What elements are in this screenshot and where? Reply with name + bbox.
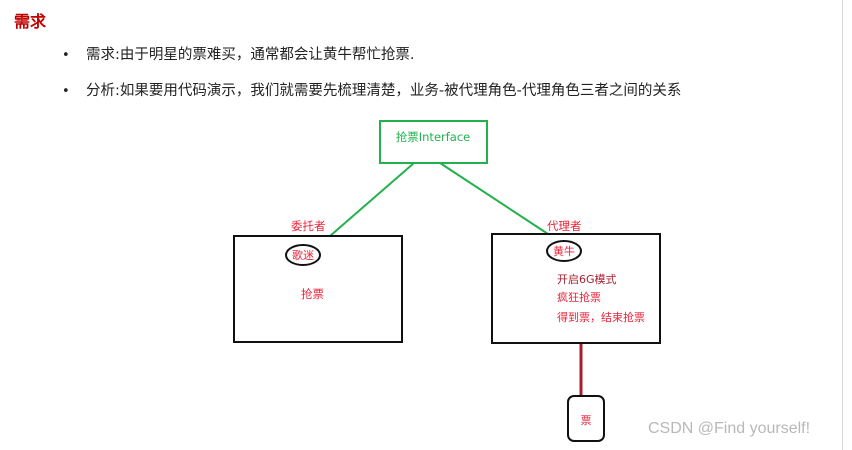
bullet-icon: • bbox=[62, 48, 70, 63]
interface-box bbox=[379, 120, 488, 164]
watermark: CSDN @Find yourself! bbox=[648, 420, 811, 437]
interface-label: 抢票Interface bbox=[396, 130, 471, 144]
interface-to-client-line bbox=[329, 162, 415, 237]
client-name-oval bbox=[285, 244, 321, 266]
proxy-action-item: 得到票，结束抢票 bbox=[557, 310, 645, 324]
ticket-label: 票 bbox=[581, 414, 592, 427]
bullet-icon: • bbox=[62, 84, 70, 99]
client-name: 歌迷 bbox=[292, 248, 314, 262]
bullet-text: 需求:由于明星的票难买，通常都会让黄牛帮忙抢票. bbox=[86, 47, 415, 63]
proxy-role-label: 代理者 bbox=[547, 219, 582, 233]
proxy-action-item: 开启6G模式 bbox=[557, 273, 617, 286]
client-role-label: 委托者 bbox=[291, 219, 326, 233]
page-right-border bbox=[842, 0, 843, 450]
proxy-name: 黄牛 bbox=[553, 244, 575, 258]
section-heading: 需求 bbox=[14, 12, 47, 31]
bullet-item: • 需求:由于明星的票难买，通常都会让黄牛帮忙抢票. bbox=[62, 43, 415, 64]
ticket-box bbox=[567, 395, 605, 442]
bullet-text: 分析:如果要用代码演示，我们就需要先梳理清楚，业务-被代理角色-代理角色三者之间… bbox=[86, 83, 682, 99]
proxy-name-oval bbox=[546, 240, 582, 262]
proxy-action-item: 疯狂抢票 bbox=[557, 290, 601, 304]
bullet-item: • 分析:如果要用代码演示，我们就需要先梳理清楚，业务-被代理角色-代理角色三者之… bbox=[62, 79, 681, 100]
proxy-box bbox=[491, 233, 661, 344]
client-action: 抢票 bbox=[301, 287, 324, 301]
interface-to-proxy-line bbox=[439, 162, 549, 235]
